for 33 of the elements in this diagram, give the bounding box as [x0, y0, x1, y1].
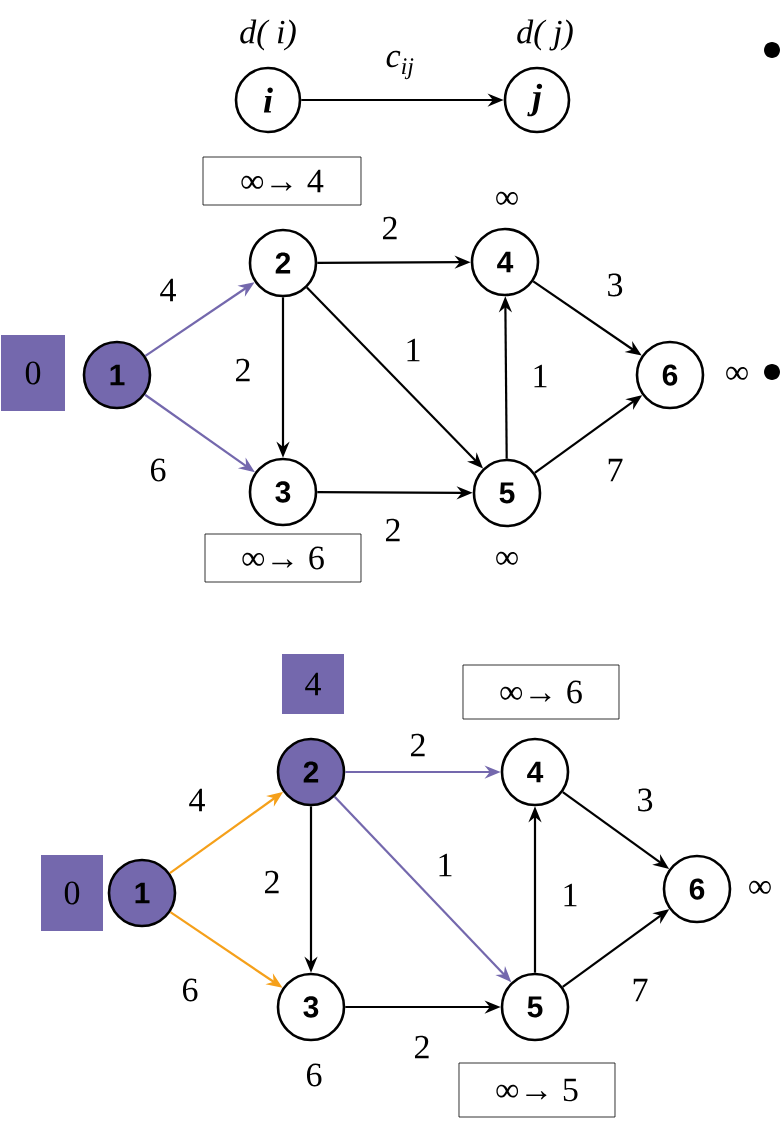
edge-label: 1 [530, 363, 550, 389]
edge-label: 2 [380, 215, 400, 241]
value-box: 4 [282, 654, 344, 714]
distance-label: d( i) [240, 19, 296, 51]
value-box: ∞→ 6 [204, 533, 362, 583]
edge-label: 6 [180, 977, 200, 1003]
edge-label: 2 [408, 732, 428, 758]
distance-label: ∞ [749, 880, 771, 894]
distance-label: ∞ [726, 366, 748, 380]
value-box: ∞→ 5 [458, 1062, 616, 1118]
edge-label: 6 [148, 457, 168, 483]
value-box: 0 [41, 855, 103, 931]
distance-label: ∞ [496, 191, 518, 205]
edge-label: 2 [412, 1034, 432, 1060]
edge-label: 4 [187, 787, 207, 813]
edge-label: 1 [560, 882, 580, 908]
edge-label: 3 [635, 787, 655, 813]
value-box: ∞→ 6 [462, 664, 620, 720]
edge-label: 7 [630, 977, 650, 1003]
edge-label: 1 [435, 852, 455, 878]
edge-label: 2 [383, 517, 403, 543]
distance-label: d( j) [517, 19, 573, 51]
edge-label: 2 [233, 357, 253, 383]
edge-label: 2 [262, 869, 282, 895]
distance-label: ∞ [496, 551, 518, 565]
value-box: ∞→ 4 [202, 156, 362, 206]
edge-label: 3 [605, 272, 625, 298]
value-box: 0 [1, 335, 65, 411]
edge-label: 1 [403, 337, 423, 363]
edge-label: c$_{ij}$ [384, 49, 416, 81]
distance-label: 6 [306, 1063, 322, 1087]
edge-label: 4 [158, 277, 178, 303]
edge-label: 7 [605, 457, 625, 483]
